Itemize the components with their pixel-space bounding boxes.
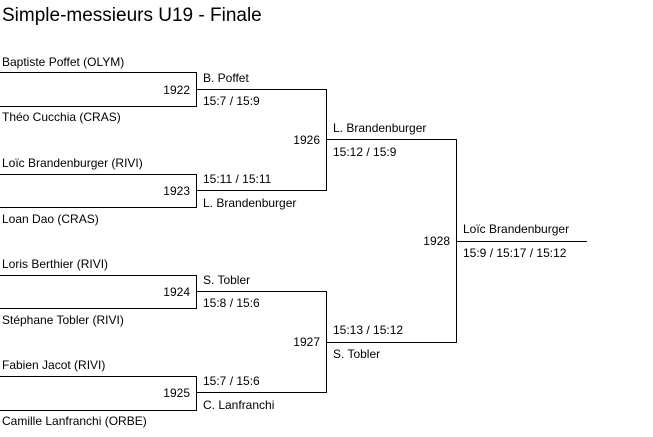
player-name: Camille Lanfranchi (ORBE) [2, 414, 147, 428]
page-title: Simple-messieurs U19 - Finale [2, 5, 262, 26]
match-score: 15:7 / 15:9 [203, 94, 260, 108]
final-score: 15:9 / 15:17 / 15:12 [463, 246, 567, 260]
match-score: 15:12 / 15:9 [333, 145, 397, 159]
player-name: Fabien Jacot (RIVI) [2, 358, 106, 372]
champion-name: Loïc Brandenburger [463, 222, 570, 236]
match-number: 1928 [423, 234, 450, 248]
match-score: 15:7 / 15:6 [203, 374, 260, 388]
player-name: Loan Dao (CRAS) [2, 212, 99, 226]
player-name: Loïc Brandenburger (RIVI) [2, 156, 143, 170]
winner-name: C. Lanfranchi [203, 398, 275, 412]
winner-name: S. Tobler [333, 347, 381, 361]
match-score: 15:8 / 15:6 [203, 296, 260, 310]
match-1924-bracket [0, 275, 197, 309]
match-number: 1922 [163, 83, 190, 97]
match-1925-bracket [0, 376, 197, 411]
winner-name: S. Tobler [203, 273, 251, 287]
match-number: 1927 [293, 335, 320, 349]
match-score: 15:13 / 15:12 [333, 323, 404, 337]
final-winner-line [456, 241, 587, 242]
player-name: Théo Cucchia (CRAS) [2, 110, 121, 124]
match-score: 15:11 / 15:11 [203, 172, 272, 186]
winner-name: B. Poffet [203, 71, 249, 85]
winner-name: L. Brandenburger [333, 121, 427, 135]
match-1923-bracket [0, 174, 197, 208]
match-1926-bracket [196, 89, 327, 191]
match-number: 1924 [163, 285, 190, 299]
match-number: 1926 [293, 133, 320, 147]
player-name: Loris Berthier (RIVI) [2, 257, 109, 271]
winner-name: L. Brandenburger [203, 196, 297, 210]
player-name: Stéphane Tobler (RIVI) [2, 313, 124, 327]
match-number: 1923 [163, 184, 190, 198]
match-number: 1925 [163, 386, 190, 400]
player-name: Baptiste Poffet (OLYM) [2, 55, 125, 69]
